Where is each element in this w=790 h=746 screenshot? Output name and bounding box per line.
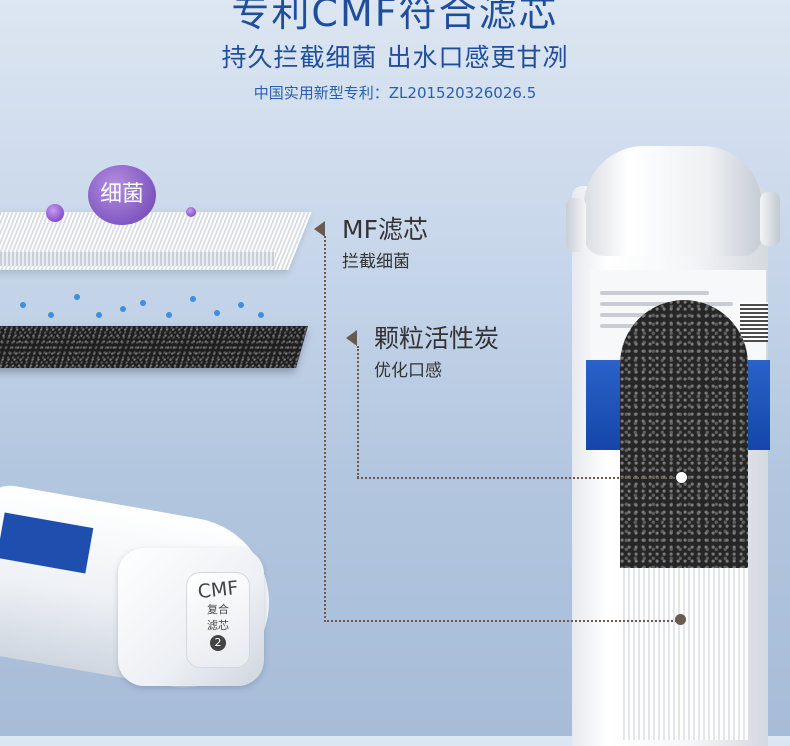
cartridge-blue-band: [748, 360, 770, 450]
mf-membrane-edge: [0, 252, 275, 266]
page-title: 专利CMF符合滤芯: [231, 0, 559, 35]
cartridge-tab-right: [760, 192, 780, 246]
water-drop: [238, 302, 244, 308]
carbon-callout-arrow-icon: [346, 330, 357, 346]
carbon-callout-pin: [676, 472, 687, 483]
water-drop: [140, 300, 146, 306]
label-line: [600, 291, 710, 295]
mf-callout-leader: [324, 620, 680, 622]
carbon-callout-subtitle: 优化口感: [374, 361, 442, 381]
end-plate-number-badge: 2: [210, 635, 226, 651]
water-drop: [190, 296, 196, 302]
mf-callout-title: MF滤芯: [342, 215, 428, 244]
page-subtitle: 持久拦截细菌 出水口感更甘冽: [221, 43, 569, 72]
end-plate-line: 复合: [207, 603, 229, 616]
water-drop: [166, 312, 172, 318]
carbon-callout-leader: [357, 346, 359, 478]
water-drop: [48, 312, 54, 318]
bacteria-dot: [46, 204, 64, 222]
cartridge-tab-left: [566, 198, 586, 252]
water-drop: [258, 312, 264, 318]
bacteria-dot: [186, 207, 196, 217]
activated-carbon-layer: [0, 326, 309, 368]
mf-callout-subtitle: 拦截细菌: [342, 252, 410, 272]
water-drop: [20, 302, 26, 308]
bacteria-bubble: 细菌: [88, 165, 156, 225]
cartridge-cutaway: [620, 300, 748, 740]
carbon-callout-leader: [357, 477, 679, 479]
water-drop: [214, 310, 220, 316]
water-drop: [96, 312, 102, 318]
end-plate-cmf: CMF: [196, 576, 240, 604]
cartridge-blue-band: [586, 360, 624, 450]
water-drop: [74, 294, 80, 300]
water-drop: [120, 306, 126, 312]
mf-callout-leader: [324, 236, 326, 622]
mf-filter-core: [620, 568, 748, 740]
large-cartridge-cap: [584, 146, 762, 256]
patent-number: 中国实用新型专利：ZL201520326026.5: [253, 84, 537, 102]
carbon-core: [620, 300, 748, 568]
cartridge-end-plate: CMF 复合 滤芯 2: [186, 572, 250, 668]
end-plate-line: 滤芯: [207, 619, 229, 632]
carbon-callout-title: 颗粒活性炭: [374, 324, 500, 353]
mf-callout-pin: [675, 614, 686, 625]
mf-callout-arrow-icon: [314, 221, 325, 237]
qr-code-icon: [740, 302, 768, 342]
